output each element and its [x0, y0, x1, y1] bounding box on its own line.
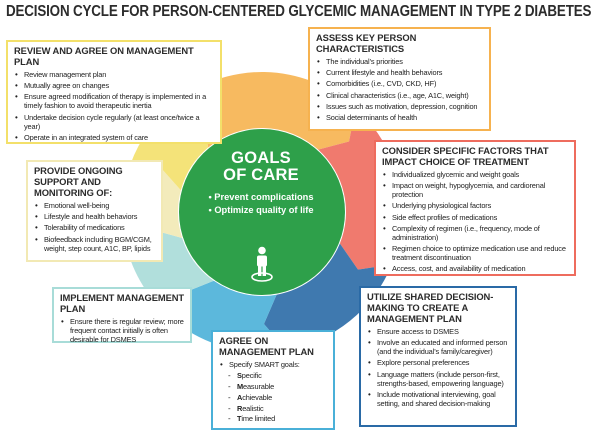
agree-plan-title: AGREE ON MANAGEMENT PLAN [219, 335, 314, 357]
consider-factors-list: Individualized glycemic and weight goals… [382, 170, 569, 273]
list-item: Issues such as motivation, depression, c… [316, 102, 484, 111]
list-item: Explore personal preferences [367, 358, 510, 367]
ongoing-support-title: PROVIDE ONGOING SUPPORT AND MONITORING O… [34, 165, 123, 198]
smart-letter: S [237, 371, 242, 381]
smart-item: Specific [219, 371, 328, 380]
list-item: Biofeedback including BGM/CGM, weight, s… [34, 235, 156, 253]
list-item: Social determinants of health [316, 113, 484, 122]
page-title: DECISION CYCLE FOR PERSON-CENTERED GLYCE… [6, 3, 591, 20]
review-plan-list: Review management plan Mutually agree on… [14, 70, 215, 142]
list-item: Include motivational interviewing, goal … [367, 390, 510, 408]
list-item: Ensure there is regular review; more fre… [60, 317, 185, 344]
list-item: Comorbidities (i.e., CVD, CKD, HF) [316, 79, 484, 88]
implement-plan-list: Ensure there is regular review; more fre… [60, 317, 185, 344]
list-item: Ensure agreed modification of therapy is… [14, 92, 215, 110]
consider-factors-box: CONSIDER SPECIFIC FACTORS THAT IMPACT CH… [374, 140, 576, 276]
smart-letter: T [237, 414, 242, 424]
cycle-segment-utilize [263, 243, 392, 350]
list-item: Lifestyle and health behaviors [34, 212, 156, 221]
list-item: Current lifestyle and health behaviors [316, 68, 484, 77]
goals-title-line2: OF CARE [223, 166, 299, 184]
assess-characteristics-list: The individual’s priorities Current life… [316, 57, 484, 122]
smart-letter: R [237, 403, 243, 413]
list-item: Emotional well-being [34, 201, 156, 210]
list-item: Review management plan [14, 70, 215, 79]
smart-rest: easurable [243, 381, 275, 391]
list-item: Individualized glycemic and weight goals [382, 170, 569, 179]
goals-of-care-circle [179, 129, 345, 295]
smart-item: Achievable [219, 393, 328, 402]
goals-list: • Prevent complications • Optimize quali… [201, 191, 321, 217]
ongoing-support-box: PROVIDE ONGOING SUPPORT AND MONITORING O… [26, 160, 163, 262]
agree-plan-list: Specify SMART goals: Specific Measurable… [219, 360, 328, 423]
consider-factors-title: CONSIDER SPECIFIC FACTORS THAT IMPACT CH… [382, 145, 549, 167]
list-item: Specify SMART goals: [219, 360, 328, 369]
goal-item: • Prevent complications [208, 192, 314, 202]
list-item: Ensure access to DSMES [367, 327, 510, 336]
list-item: Involve an educated and informed person … [367, 338, 510, 356]
list-item: Impact on weight, hypoglycemia, and card… [382, 181, 569, 199]
goals-title-line1: GOALS [231, 149, 291, 167]
smart-rest: pecific [241, 371, 262, 381]
smart-item: Measurable [219, 382, 328, 391]
smart-rest: chievable [242, 392, 273, 402]
list-item: Complexity of regimen (i.e., frequency, … [382, 224, 569, 242]
smart-rest: ealistic [242, 403, 264, 413]
list-item: Access, cost, and availability of medica… [382, 264, 569, 273]
list-item: Tolerability of medications [34, 223, 156, 232]
list-item: Regimen choice to optimize medication us… [382, 244, 569, 262]
list-item: Operate in an integrated system of care [14, 133, 215, 142]
smart-letter: M [237, 381, 244, 391]
shared-decision-title: UTILIZE SHARED DECISION-MAKING TO CREATE… [367, 291, 494, 324]
list-item: Side effect profiles of medications [382, 213, 569, 222]
goals-of-care-title: GOALS OF CARE [201, 150, 321, 184]
list-item: Clinical characteristics (i.e., age, A1C… [316, 91, 484, 100]
list-item: Mutually agree on changes [14, 81, 215, 90]
list-item: Undertake decision cycle regularly (at l… [14, 113, 215, 131]
smart-letter: A [237, 392, 243, 402]
ongoing-support-list: Emotional well-being Lifestyle and healt… [34, 201, 156, 253]
list-item: Language matters (include person-first, … [367, 370, 510, 388]
person-on-target-icon [251, 246, 273, 282]
goals-of-care: GOALS OF CARE • Prevent complications • … [201, 150, 321, 217]
shared-decision-box: UTILIZE SHARED DECISION-MAKING TO CREATE… [359, 286, 517, 427]
implement-plan-title: IMPLEMENT MANAGEMENT PLAN [60, 292, 185, 314]
smart-rest: ime limited [241, 414, 276, 424]
smart-item: Realistic [219, 404, 328, 413]
shared-decision-list: Ensure access to DSMES Involve an educat… [367, 327, 510, 408]
review-plan-title: REVIEW AND AGREE ON MANAGEMENT PLAN [14, 45, 194, 67]
assess-characteristics-title: ASSESS KEY PERSON CHARACTERISTICS [316, 32, 417, 54]
implement-plan-box: IMPLEMENT MANAGEMENT PLAN Ensure there i… [52, 287, 192, 344]
goal-item: • Optimize quality of life [208, 205, 314, 215]
review-plan-box: REVIEW AND AGREE ON MANAGEMENT PLAN Revi… [6, 40, 222, 144]
list-item: Underlying physiological factors [382, 201, 569, 210]
list-item: The individual’s priorities [316, 57, 484, 66]
agree-plan-box: AGREE ON MANAGEMENT PLAN Specify SMART g… [211, 330, 335, 430]
smart-item: Time limited [219, 414, 328, 423]
assess-characteristics-box: ASSESS KEY PERSON CHARACTERISTICS The in… [308, 27, 491, 131]
